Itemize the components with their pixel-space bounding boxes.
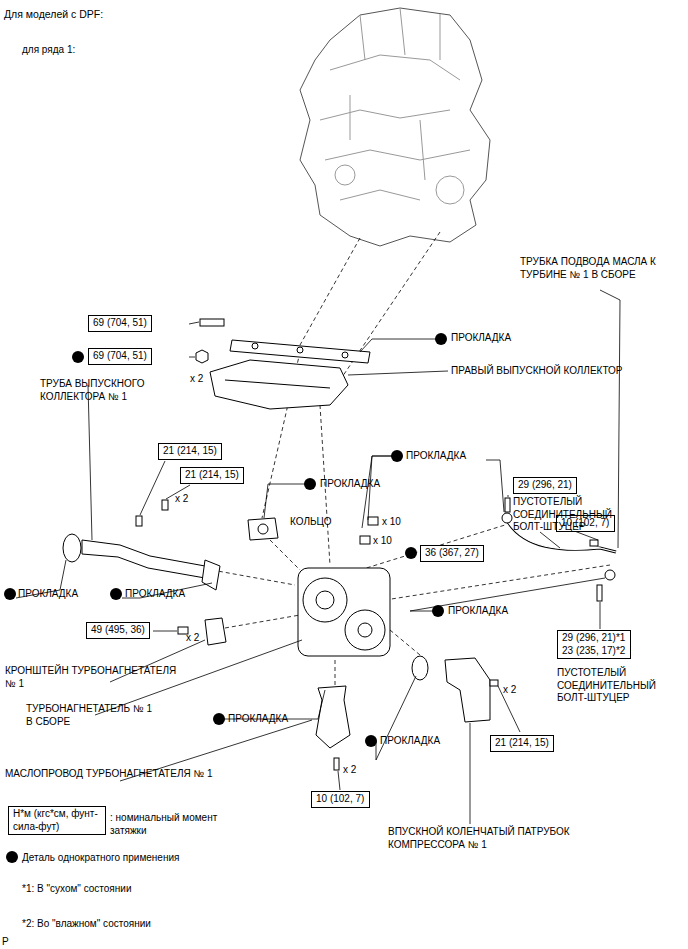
torque-value: 21 (214, 15): [185, 469, 239, 482]
part-label: ПРОКЛАДКА: [228, 713, 288, 726]
torque-value: 21 (214, 15): [163, 445, 217, 458]
part-label: ПРАВЫЙ ВЫПУСКНОЙ КОЛЛЕКТОР: [451, 365, 623, 378]
legend-box: Н*м (кгс*см, фунт-сила-фут): [8, 806, 106, 835]
part-label: ТУРБОНАГНЕТАТЕЛЬ № 1 В СБОРЕ: [26, 703, 161, 728]
torque-value: 23 (235, 17)*2: [562, 645, 626, 658]
torque-value: 21 (214, 15): [495, 737, 549, 750]
part-label: ПРОКЛАДКА: [406, 450, 466, 463]
torque-box: 10 (102, 7): [311, 791, 370, 808]
torque-value: 69 (704, 51): [93, 317, 147, 330]
torque-box: 21 (214, 15): [180, 467, 244, 484]
quantity-label: x 2: [190, 373, 203, 386]
torque-box: 21 (214, 15): [158, 443, 222, 460]
legend-text: Деталь однократного применения: [22, 852, 179, 863]
torque-box: 36 (367, 27): [420, 545, 484, 562]
heading-text: Для моделей с DPF:: [4, 8, 103, 20]
part-label: ПРОКЛАДКА: [18, 588, 78, 601]
part-label: ПРОКЛАДКА: [380, 735, 440, 748]
quantity-label: x 10: [382, 516, 401, 529]
part-label: ПРОКЛАДКА: [320, 478, 380, 491]
torque-value: 29 (296, 21)*1: [562, 632, 626, 645]
part-label: ПУСТОТЕЛЫЙ СОЕДИНИТЕЛЬНЫЙ БОЛТ-ШТУЦЕР: [513, 496, 623, 534]
part-label: *2: Во "влажном" состоянии: [22, 918, 151, 931]
torque-box: 29 (296, 21)*123 (235, 17)*2: [557, 630, 631, 659]
torque-value: 69 (704, 51): [93, 350, 147, 363]
legend-dot: [6, 851, 18, 863]
part-label: КРОНШТЕЙН ТУРБОНАГНЕТАТЕЛЯ № 1: [5, 665, 180, 690]
torque-box: 29 (296, 21): [513, 477, 577, 494]
torque-box: 69 (704, 51): [88, 348, 152, 365]
torque-value: 36 (367, 27): [425, 547, 479, 560]
quantity-label: x 2: [186, 632, 199, 645]
torque-value: Н*м (кгс*см, фунт-сила-фут): [13, 808, 101, 833]
torque-box: 49 (495, 36): [86, 622, 150, 639]
part-label: ТРУБКА ПОДВОДА МАСЛА К ТУРБИНЕ № 1 В СБО…: [520, 256, 670, 281]
part-label: МАСЛОПРОВОД ТУРБОНАГНЕТАТЕЛЯ № 1: [5, 768, 213, 781]
quantity-label: x 10: [373, 535, 392, 548]
torque-box: 21 (214, 15): [490, 735, 554, 752]
quantity-label: x 2: [175, 493, 188, 506]
part-label: КОЛЬЦО: [290, 516, 331, 529]
part-label: ВПУСКНОЙ КОЛЕНЧАТЫЙ ПАТРУБОК КОМПРЕССОРА…: [388, 826, 628, 851]
quantity-label: x 2: [343, 764, 356, 777]
part-label: ПУСТОТЕЛЫЙ СОЕДИНИТЕЛЬНЫЙ БОЛТ-ШТУЦЕР: [557, 667, 667, 705]
torque-value: 10 (102, 7): [316, 793, 365, 806]
torque-value: 49 (495, 36): [91, 624, 145, 637]
legend-entry: Деталь однократного применения: [6, 851, 179, 863]
part-label: ПРОКЛАДКА: [448, 605, 508, 618]
part-label: P: [2, 936, 9, 949]
torque-value: 29 (296, 21): [518, 479, 572, 492]
part-label: ПРОКЛАДКА: [125, 588, 185, 601]
part-label: : номинальный момент затяжки: [110, 812, 220, 837]
part-label: ПРОКЛАДКА: [451, 332, 511, 345]
part-label: для ряда 1:: [22, 44, 75, 57]
quantity-label: x 2: [503, 684, 516, 697]
torque-box: 69 (704, 51): [88, 315, 152, 332]
part-label: ТРУБА ВЫПУСКНОГО КОЛЛЕКТОРА № 1: [40, 378, 160, 403]
part-label: *1: В "сухом" состоянии: [22, 883, 131, 896]
